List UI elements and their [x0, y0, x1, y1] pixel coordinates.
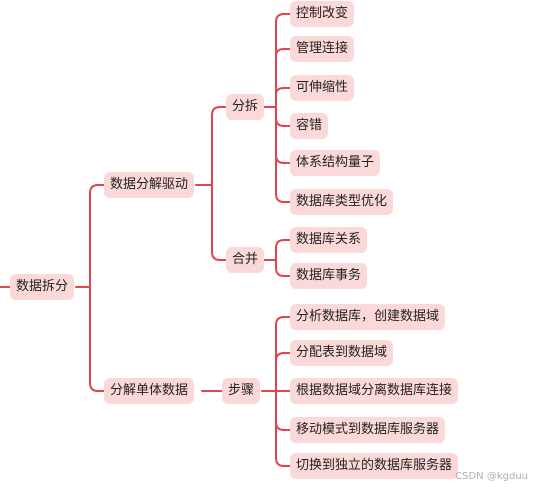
step-item-move-schema[interactable]: 移动模式到数据库服务器 [290, 417, 446, 443]
step-item-assign-tables[interactable]: 分配表到数据域 [290, 340, 394, 366]
branch-decompose-node[interactable]: 数据分解驱动 [104, 172, 195, 198]
split-node[interactable]: 分拆 [226, 94, 265, 120]
split-item-control-change[interactable]: 控制改变 [290, 1, 355, 27]
steps-node[interactable]: 步骤 [222, 378, 261, 404]
watermark: CSDN @kgduu [455, 471, 528, 482]
split-item-manage-connections[interactable]: 管理连接 [290, 36, 355, 62]
split-item-db-type-optimization[interactable]: 数据库类型优化 [290, 189, 394, 215]
split-item-fault-tolerance[interactable]: 容错 [290, 113, 329, 139]
root-node[interactable]: 数据拆分 [10, 274, 75, 300]
branch-single-node[interactable]: 分解单体数据 [104, 378, 195, 404]
merge-item-db-transactions[interactable]: 数据库事务 [290, 263, 368, 289]
merge-node[interactable]: 合并 [226, 247, 265, 273]
step-item-separate-connections[interactable]: 根据数据域分离数据库连接 [290, 378, 459, 404]
step-item-analyze-database[interactable]: 分析数据库，创建数据域 [290, 304, 446, 330]
merge-item-db-relations[interactable]: 数据库关系 [290, 227, 368, 253]
step-item-switch-to-independent-server[interactable]: 切换到独立的数据库服务器 [290, 453, 459, 479]
split-item-scalability[interactable]: 可伸缩性 [290, 75, 355, 101]
split-item-architecture-quantum[interactable]: 体系结构量子 [290, 150, 381, 176]
